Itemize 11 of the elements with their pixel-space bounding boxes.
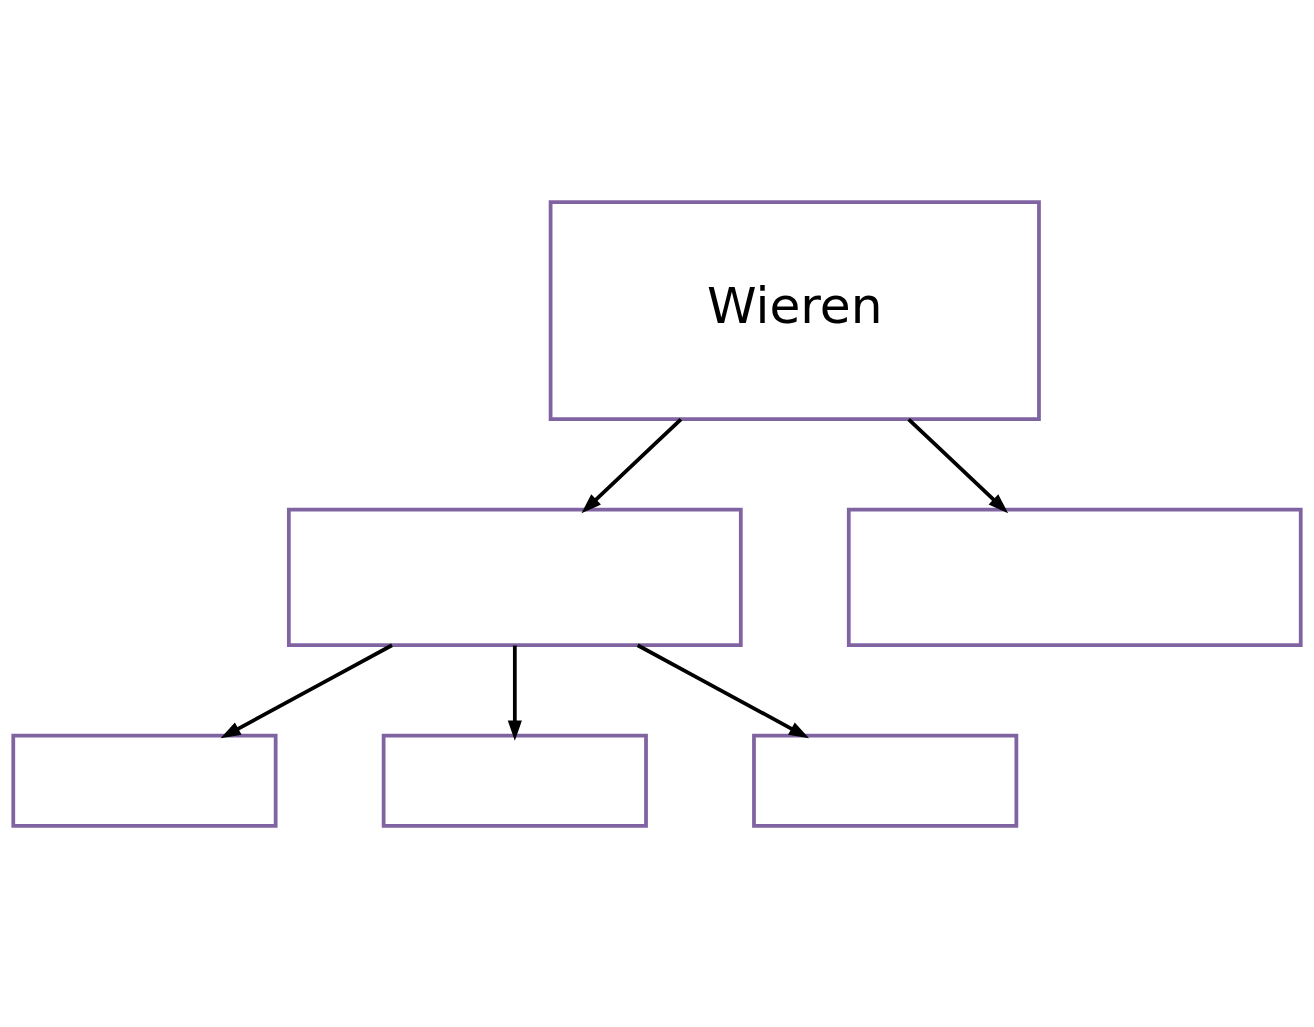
node-box <box>752 733 1019 828</box>
node-box <box>286 507 743 647</box>
node-box <box>11 733 278 828</box>
arrow <box>581 417 683 513</box>
node-box <box>846 507 1303 647</box>
arrow <box>220 643 393 738</box>
node-box <box>381 733 648 828</box>
arrow <box>507 645 522 741</box>
arrow <box>907 417 1009 513</box>
arrow <box>636 643 810 738</box>
node-box: Wieren <box>548 199 1041 421</box>
